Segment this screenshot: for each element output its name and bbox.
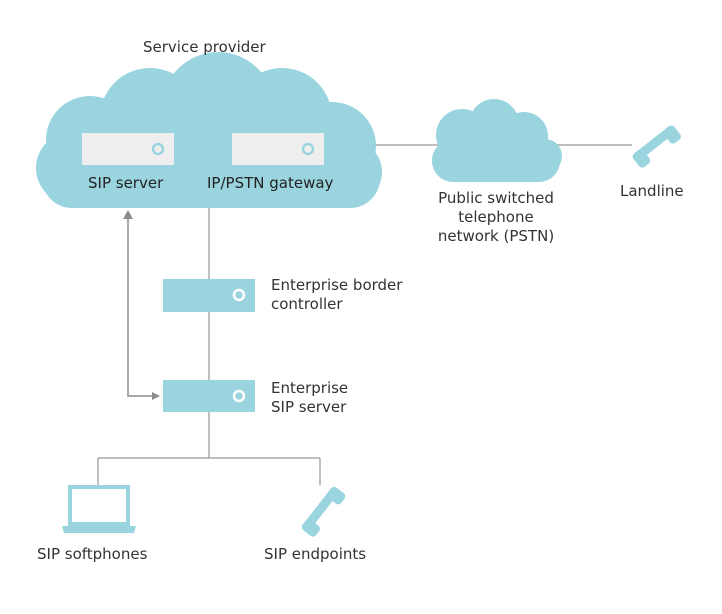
landline-label: Landline — [620, 182, 684, 200]
border-controller-box-icon — [163, 279, 255, 312]
ip-pstn-gateway-label: IP/PSTN gateway — [207, 174, 334, 192]
laptop-icon — [62, 485, 136, 533]
sip-server-box-icon — [82, 133, 174, 165]
enterprise-sip-server-label: Enterprise SIP server — [271, 379, 349, 416]
sip-trunk-arrowhead-up — [123, 210, 133, 219]
pstn-label: Public switched telephone network (PSTN) — [437, 189, 555, 245]
gateway-server-box-icon — [232, 133, 324, 165]
connector-lines — [97, 144, 632, 485]
pstn-cloud-icon — [432, 99, 562, 182]
enterprise-border-controller-label: Enterprise border controller — [271, 276, 403, 313]
sip-server-label: SIP server — [88, 174, 164, 192]
sip-endpoint-phone-icon — [301, 486, 346, 537]
service-provider-label: Service provider — [143, 38, 266, 56]
sip-endpoints-label: SIP endpoints — [264, 545, 367, 563]
sip-trunk-arrow — [127, 218, 160, 400]
enterprise-sip-server-box-icon — [163, 380, 255, 412]
landline-phone-icon — [632, 125, 681, 168]
sip-softphones-label: SIP softphones — [37, 545, 148, 563]
